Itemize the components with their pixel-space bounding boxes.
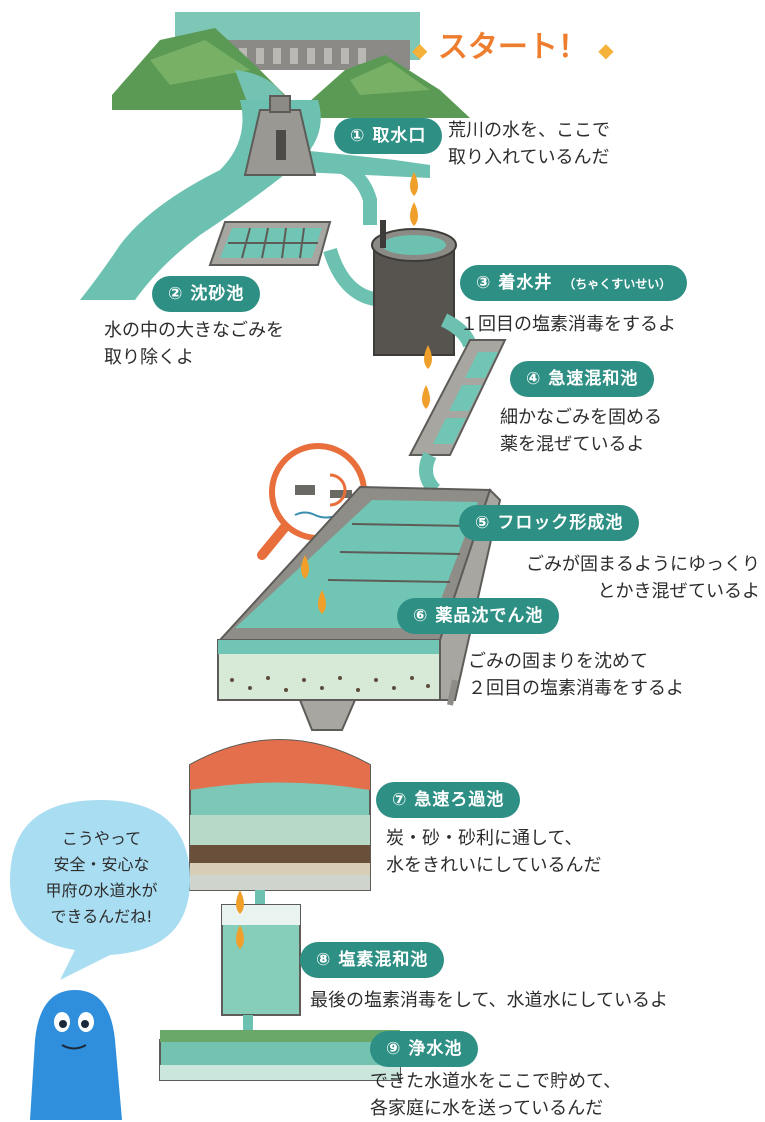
step-desc-clear-water: できた水道水をここで貯めて、 各家庭に水を送っているんだ (370, 1071, 622, 1119)
step-desc-sand-basin: 水の中の大きなごみを 取り除くよ (104, 320, 284, 368)
step-desc-chlorine-mixing: 最後の塩素消毒をして、水道水にしているよ (310, 990, 669, 1011)
step-badge-sand-basin: ② 沈砂池 (152, 276, 261, 312)
rapid-filter (189, 739, 371, 891)
sparkle-icon: ◆ (598, 38, 614, 62)
sparkle-icon: ◆ (412, 38, 428, 62)
step-desc-rapid-filter: 炭・砂・砂利に通して、 水をきれいにしているんだ (386, 828, 602, 876)
mascot-character (30, 990, 122, 1120)
chlorine-mixing-basin (221, 890, 301, 1016)
clear-water-reservoir (159, 1015, 401, 1081)
step-desc-receiving-well: １回目の塩素消毒をするよ (460, 314, 676, 335)
step-badge-chlorine-mixing: ⑧ 塩素混和池 (300, 942, 445, 978)
step-desc-intake: 荒川の水を、ここで 取り入れているんだ (448, 120, 610, 168)
step-badge-intake: ① 取水口 (334, 118, 443, 154)
start-label: ◆ スタート！ ◆ (412, 30, 614, 65)
speech-bubble (10, 800, 190, 980)
step-badge-clear-water: ⑨ 浄水池 (370, 1031, 479, 1067)
sand-basin (208, 221, 332, 266)
step-desc-sedimentation: ごみの固まりを沈めて ２回目の塩素消毒をするよ (468, 651, 684, 699)
step-desc-rapid-mixing: 細かなごみを固める 薬を混ぜているよ (500, 407, 662, 455)
step-badge-floc-formation: ⑤ フロック形成池 (459, 505, 640, 541)
speech-bubble-text: こうやって 安全・安心な 甲府の水道水が できるんだね! (45, 829, 158, 926)
intake-tower (243, 95, 317, 176)
step-desc-floc-formation: ごみが固まるようにゆっくり とかき混ぜているよ (526, 554, 760, 602)
rapid-mixing-basin (408, 339, 507, 456)
step-badge-rapid-filter: ⑦ 急速ろ過池 (376, 782, 521, 818)
step-badge-rapid-mixing: ④ 急速混和池 (510, 361, 655, 397)
chlorine-drops (236, 172, 432, 949)
step-badge-receiving-well: ③ 着水井 （ちゃくすいせい） (460, 265, 688, 301)
receiving-well (371, 220, 457, 356)
step-badge-sedimentation: ⑥ 薬品沈でん池 (397, 598, 560, 634)
